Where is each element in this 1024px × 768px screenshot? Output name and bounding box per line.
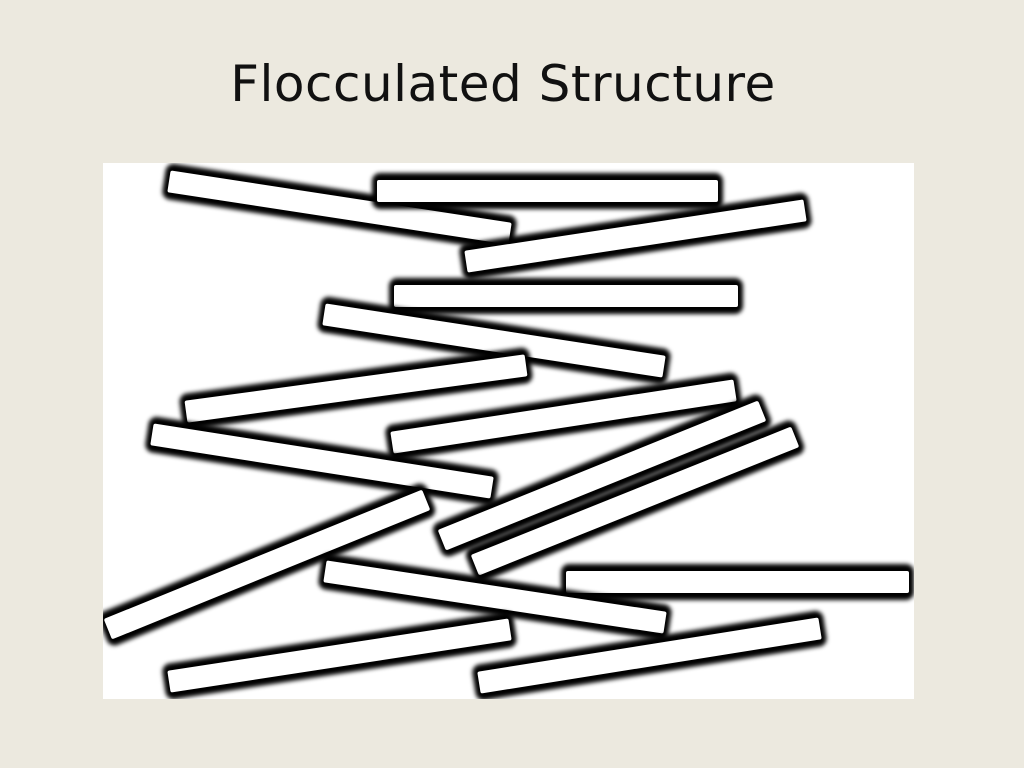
clay-particle <box>459 192 812 280</box>
particle-body <box>477 617 822 694</box>
particle-body <box>104 490 430 639</box>
particle-body <box>471 427 799 575</box>
clay-particle <box>179 347 533 430</box>
clay-particle <box>372 173 723 209</box>
clay-particle <box>389 278 743 314</box>
slide-title: Flocculated Structure <box>230 55 776 113</box>
clay-particle <box>465 420 805 582</box>
particle-canvas <box>103 163 914 699</box>
particle-body <box>322 303 666 378</box>
clay-particle <box>145 416 499 506</box>
particle-body <box>150 423 494 499</box>
particle-body <box>167 618 512 693</box>
clay-particle <box>385 372 742 461</box>
clay-particle <box>162 163 517 252</box>
clay-particle <box>318 553 672 641</box>
particle-body <box>394 285 738 307</box>
particle-body <box>464 199 807 273</box>
clay-particle <box>317 296 671 385</box>
particle-body <box>566 571 909 593</box>
particle-body <box>377 180 718 202</box>
particle-body <box>390 379 737 454</box>
flocculated-structure-diagram <box>103 163 914 699</box>
particle-body <box>184 354 528 423</box>
particle-body <box>438 401 766 550</box>
clay-particle <box>162 611 517 699</box>
clay-particle <box>432 394 772 557</box>
clay-particle <box>472 610 827 699</box>
particle-body <box>167 170 512 245</box>
particle-body <box>323 560 667 634</box>
clay-particle <box>561 564 914 600</box>
clay-particle <box>103 483 436 646</box>
particle-group <box>103 163 914 699</box>
